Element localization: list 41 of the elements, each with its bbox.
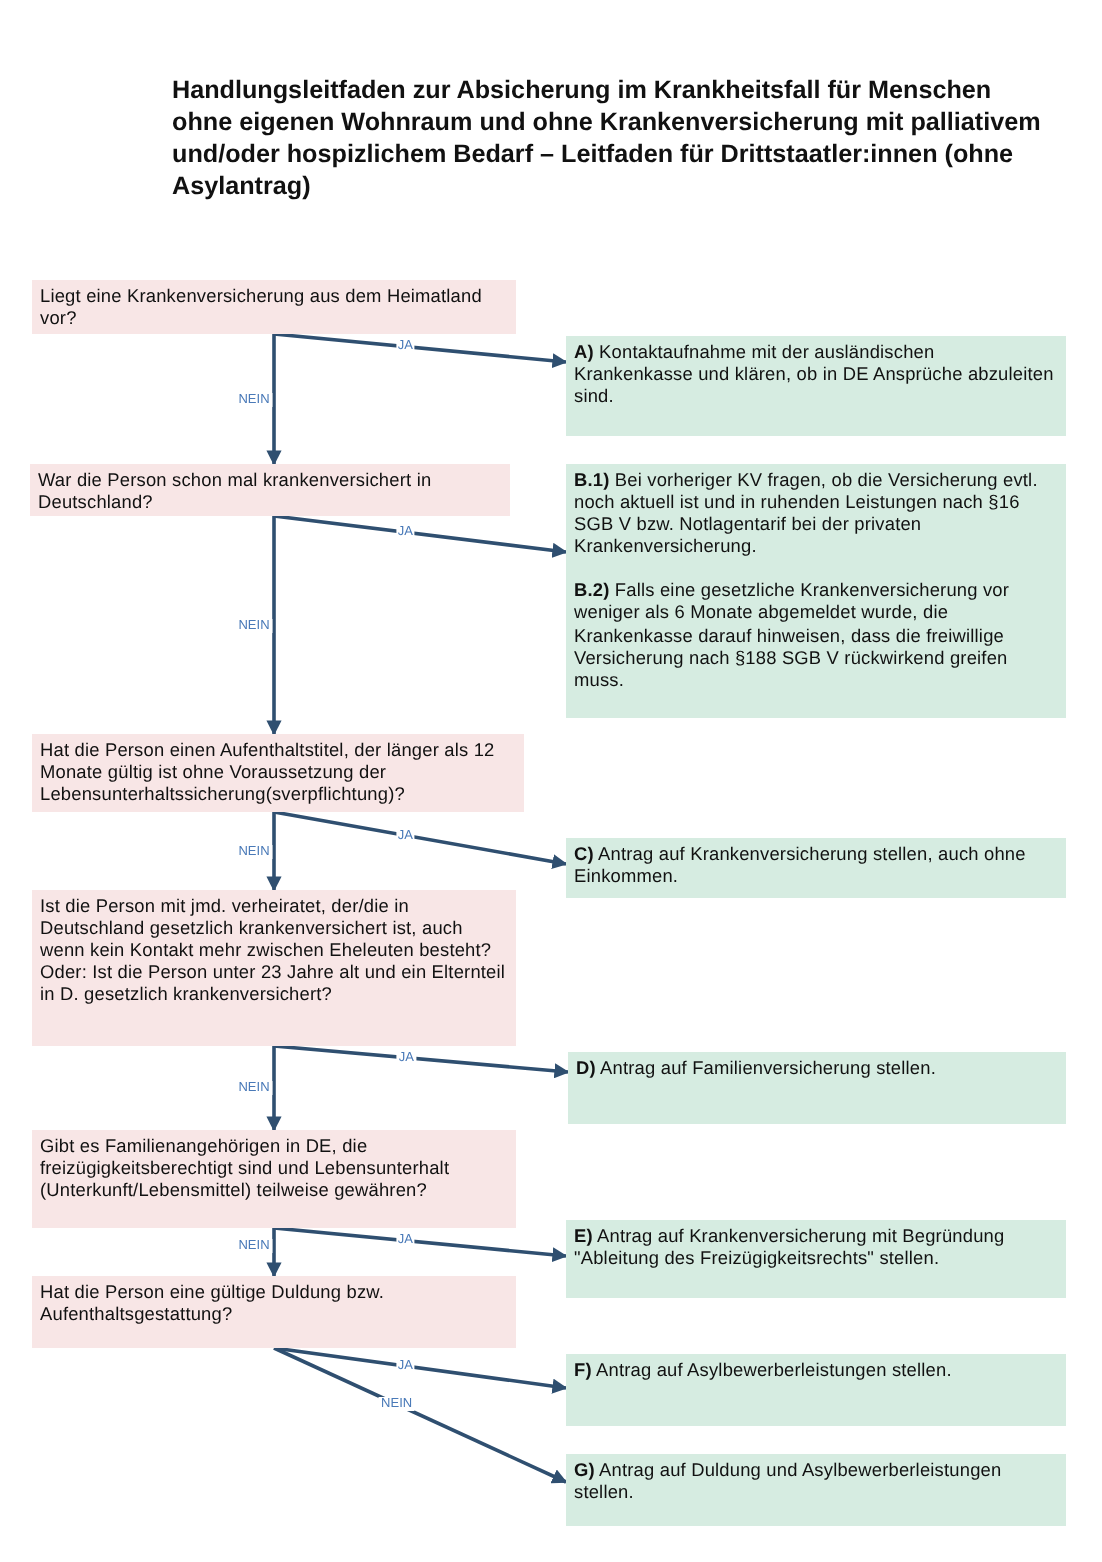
box-text: B.2) Falls eine gesetzliche Krankenversicherung vor weniger als 6 Monate abgemeldet wurde, die Krankenkasse darauf hinweisen, dass die freiwillige Versicherung nach §188 SGB V rückwirkend greifen muss. — [574, 580, 1012, 692]
box-text: Liegt eine Krankenversicherung aus dem Heimatland vor? — [40, 286, 484, 331]
arrow — [273, 1346, 568, 1394]
action-box — [566, 1354, 1066, 1426]
box-text: Oder: Ist die Person unter 23 Jahre alt und ein Elternteil in D. gesetzlich krankenversichert? — [40, 962, 508, 1007]
box-text: E) Antrag auf Krankenversicherung mit Begründung "Ableitung des Freizügigkeitsrechts" stellen. — [574, 1226, 1007, 1271]
question-box — [32, 280, 516, 334]
arrow — [266, 812, 282, 892]
question-box — [32, 1130, 516, 1228]
arrow — [266, 334, 282, 466]
arrow — [273, 332, 568, 369]
box-text: Gibt es Familienangehörigen in DE, die freizügigkeitsberechtigt sind und Lebensunterhalt (Unterkunft/Lebensmittel) teilweise gewähren? — [40, 1136, 452, 1203]
box-text: Ist die Person mit jmd. verheiratet, der/die in Deutschland gesetzlich krankenversichert ist, auch wenn kein Kontakt mehr zwischen Eheleuten besteht? — [40, 896, 494, 963]
box-text: B.1) Bei vorheriger KV fragen, ob die Versicherung evtl. noch aktuell ist und in ruhenden Leistungen nach §16 SGB V bzw. Notlagentarif bei der privaten Krankenversicherung. — [574, 470, 1040, 559]
action-box — [566, 1454, 1066, 1526]
title: Handlungsleitfaden zur Absicherung im Krankheitsfall für Menschen ohne eigenen Wohnraum und ohne Krankenversicherung mit palliativem und/oder hospizlichem Bedarf – Leitfaden für Drittstaatler:innen (ohne Asylantrag) — [172, 74, 1043, 202]
action-box — [566, 1220, 1066, 1298]
arrow — [273, 1226, 568, 1263]
box-text: Hat die Person einen Aufenthaltstitel, der länger als 12 Monate gültig ist ohne Voraussetzung der Lebensunterhaltssicherung(sverpflichtung)? — [40, 740, 497, 807]
action-box — [566, 336, 1066, 436]
box-text: A) Kontaktaufnahme mit der ausländischen Krankenkasse und klären, ob in DE Ansprüche abzuleiten sind. — [574, 342, 1056, 409]
action-box — [566, 464, 1066, 718]
arrow — [266, 1228, 282, 1278]
arrow — [266, 1046, 282, 1132]
box-text: F) Antrag auf Asylbewerberleistungen stellen. — [574, 1360, 954, 1383]
box-text: Hat die Person eine gültige Duldung bzw. Aufenthaltsgestattung? — [40, 1282, 387, 1327]
box-text: D) Antrag auf Familienversicherung stellen. — [576, 1058, 938, 1081]
arrow — [266, 516, 282, 736]
box-text: G) Antrag auf Duldung und Asylbewerberleistungen stellen. — [574, 1460, 1004, 1505]
arrow — [273, 1044, 570, 1079]
action-box — [566, 838, 1066, 898]
arrow — [273, 1346, 568, 1484]
question-box — [32, 890, 516, 1046]
box-text: War die Person schon mal krankenversichert in Deutschland? — [38, 470, 434, 515]
box-text: C) Antrag auf Krankenversicherung stellen, auch ohne Einkommen. — [574, 844, 1028, 889]
arrow — [273, 810, 568, 870]
action-box — [568, 1052, 1066, 1124]
arrow — [273, 514, 568, 558]
question-box — [32, 734, 524, 812]
question-box — [30, 464, 510, 516]
question-box — [32, 1276, 516, 1348]
